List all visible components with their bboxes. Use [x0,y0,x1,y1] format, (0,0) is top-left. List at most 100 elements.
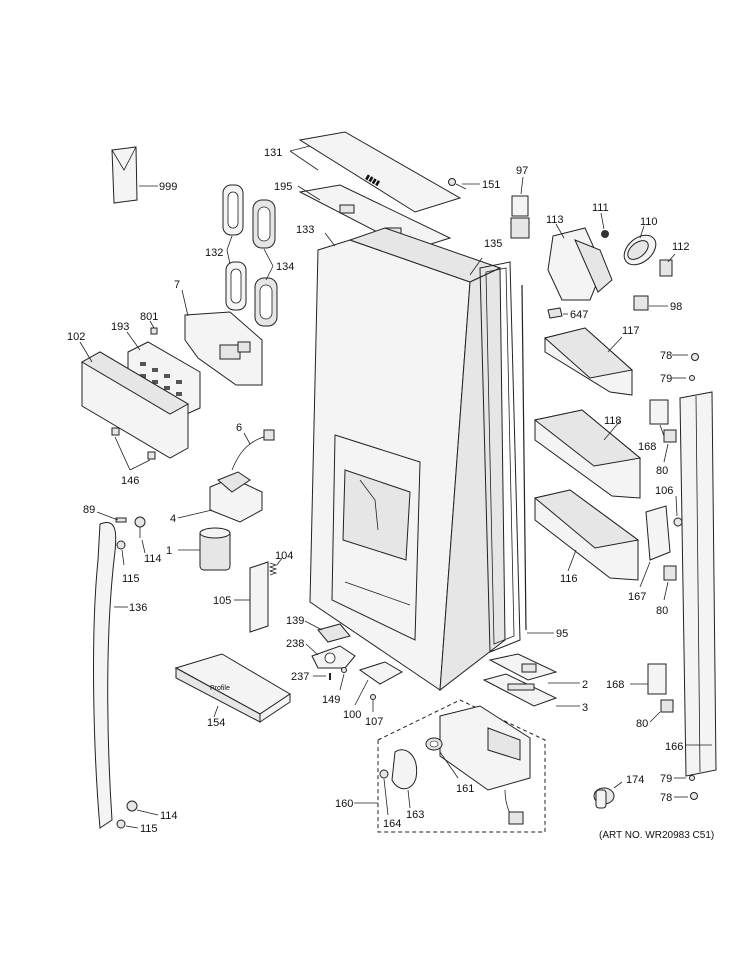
part-110-motor [623,225,657,266]
art-number: (ART NO. WR20983 C51) [599,830,714,841]
part-151-screw [448,178,480,190]
callout-193: 193 [111,321,129,333]
part-801-clip [149,320,158,335]
part-154-tray: Profile [174,653,291,723]
part-149-pin [339,667,347,691]
callout-80-lower: 80 [636,718,648,730]
callout-104: 104 [275,550,293,562]
part-79-screw-bottom [674,775,695,781]
callout-1: 1 [166,545,172,557]
callout-106: 106 [655,485,673,497]
part-95-gasket-strip [521,284,554,634]
callout-164: 164 [383,818,401,830]
callout-97: 97 [516,165,528,177]
part-104-spring [268,557,283,576]
part-105-paddle [234,561,269,633]
callout-151: 151 [482,179,500,191]
part-166-door-rail [679,391,717,777]
callout-168-lower: 168 [606,679,624,691]
part-132-134-rings [222,184,278,327]
part-3-board [482,673,580,707]
callout-132: 132 [205,247,223,259]
part-139-lever [304,620,351,643]
callout-154: 154 [207,717,225,729]
callout-2: 2 [582,679,588,691]
callout-113: 113 [546,214,564,226]
part-118-bin [533,409,642,499]
callout-146: 146 [121,475,139,487]
part-161-spring [425,737,459,779]
callout-107: 107 [365,716,383,728]
part-80-clip-lower [649,699,674,723]
callout-100: 100 [343,709,361,721]
callout-135: 135 [484,238,502,250]
part-164-washer [379,769,389,816]
part-78-screw-bottom [674,792,698,800]
callout-139: 139 [286,615,304,627]
part-999-literature [111,146,158,204]
callout-118: 118 [604,415,622,427]
callout-80-middle: 80 [656,605,668,617]
part-146-clips [111,427,156,471]
callout-98: 98 [670,301,682,313]
part-115-cap-lower [116,819,139,829]
callout-114-lower: 114 [160,810,178,822]
callout-167: 167 [628,591,646,603]
callout-166: 166 [665,741,683,753]
callout-131: 131 [264,147,282,159]
callout-115-lower: 115 [140,823,158,835]
callout-79-top: 79 [660,373,672,385]
callout-3: 3 [582,702,588,714]
part-89-screw [96,511,127,523]
part-1-actuator [178,527,231,571]
part-106-screw [673,495,683,527]
callout-238: 238 [286,638,304,650]
svg-text:Profile: Profile [210,685,230,692]
callout-149: 149 [322,694,340,706]
callout-95: 95 [556,628,568,640]
callout-102: 102 [67,331,85,343]
callout-161: 161 [456,783,474,795]
callout-110: 110 [640,216,658,228]
part-2-board [488,653,580,684]
part-168-bracket-upper [649,399,669,437]
callout-647: 647 [570,309,588,321]
part-107-screw [370,694,376,712]
part-114-screw-lower [126,800,159,816]
part-135-gasket [469,257,521,653]
callout-79-bottom: 79 [660,773,672,785]
part-80-clip-middle [663,565,677,601]
callout-115-upper: 115 [122,573,140,585]
callout-168-upper: 168 [638,441,656,453]
callout-999: 999 [159,181,177,193]
part-motor-housing [439,705,531,825]
part-237-screw [313,673,331,680]
callout-80-upper: 80 [656,465,668,477]
callout-160: 160 [335,798,353,810]
part-160-subassembly [354,699,546,833]
callout-6: 6 [236,422,242,434]
callout-133: 133 [296,224,314,236]
callout-89: 89 [83,504,95,516]
part-112-solenoid [659,253,676,277]
callout-174: 174 [626,774,644,786]
part-113-ice-chute [547,223,613,301]
callout-163: 163 [406,809,424,821]
part-136-handle [93,522,128,829]
callout-116: 116 [560,573,578,585]
part-102-panel [79,341,190,459]
part-117-bin [543,327,634,396]
callout-134: 134 [276,261,294,273]
callout-237: 237 [291,671,309,683]
part-4-valve [177,471,263,523]
part-168-bracket-lower [630,663,667,695]
part-80-clip-upper [663,429,677,463]
part-7-bracket [181,289,263,386]
part-163-cam [391,749,418,809]
part-174-hinge-cover [593,781,623,809]
callout-labels: 999 131 151 97 195 111 110 113 112 132 1… [67,147,690,835]
callout-801: 801 [140,311,158,323]
callout-114-upper: 114 [144,553,162,565]
part-167-bracket [639,505,671,588]
part-133-door [309,227,506,692]
